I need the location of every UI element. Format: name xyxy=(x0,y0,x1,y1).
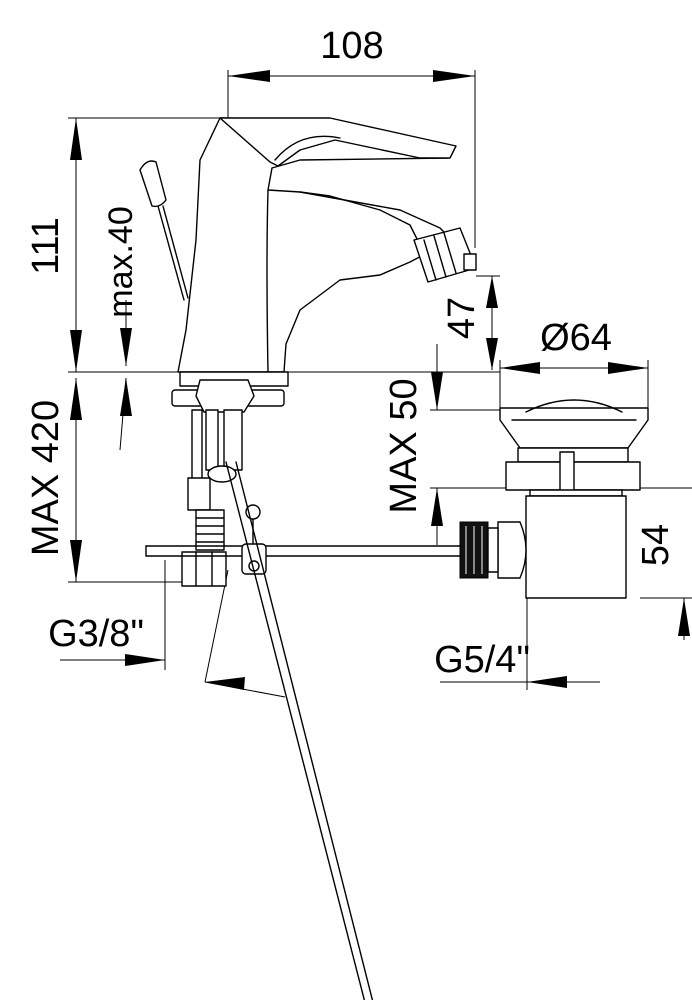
pop-up-linkage xyxy=(145,461,461,1000)
base-fixings xyxy=(171,371,289,587)
dim-height-47: 47 xyxy=(441,297,483,339)
dim-width-108: 108 xyxy=(320,25,383,67)
dimension-lines xyxy=(60,70,692,698)
hose-coupling xyxy=(181,509,227,587)
dim-thread-g54: G5/4" xyxy=(434,639,530,681)
dim-max-420: MAX 420 xyxy=(25,400,67,556)
dimension-labels: 108 111 max.40 MAX 420 47 Ø64 MAX 50 54 … xyxy=(25,25,677,681)
mixer-body xyxy=(139,117,477,373)
dim-max-50: MAX 50 xyxy=(383,378,425,513)
dim-height-54: 54 xyxy=(635,524,677,566)
dim-max-40: max.40 xyxy=(102,206,140,318)
dim-thread-g38: G3/8" xyxy=(48,613,144,655)
dim-height-111: 111 xyxy=(25,217,67,275)
dim-diameter-64: Ø64 xyxy=(540,317,612,359)
pop-up-waste xyxy=(459,399,649,599)
waste-side-connector xyxy=(459,521,499,579)
